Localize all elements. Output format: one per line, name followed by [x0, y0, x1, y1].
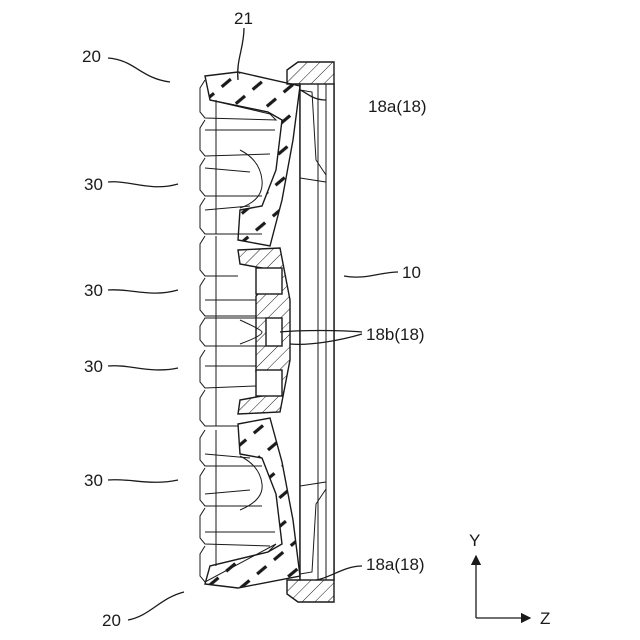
holder-middle	[238, 248, 290, 414]
leader-lines	[108, 28, 398, 620]
label-30-first: 30	[84, 175, 103, 194]
label-18a-upper: 18a(18)	[368, 97, 427, 116]
label-10: 10	[402, 263, 421, 282]
base-plate-10	[287, 62, 334, 602]
label-30-fourth: 30	[84, 471, 103, 490]
label-20-lower: 20	[102, 611, 121, 630]
label-21: 21	[234, 9, 253, 28]
label-18b: 18b(18)	[366, 325, 425, 344]
axis-label-z: Z	[540, 609, 550, 628]
label-18a-lower: 18a(18)	[366, 555, 425, 574]
label-30-third: 30	[84, 357, 103, 376]
label-20-upper: 20	[82, 47, 101, 66]
axis-label-y: Y	[469, 531, 480, 550]
axis-indicator	[476, 556, 530, 618]
label-30-second: 30	[84, 281, 103, 300]
